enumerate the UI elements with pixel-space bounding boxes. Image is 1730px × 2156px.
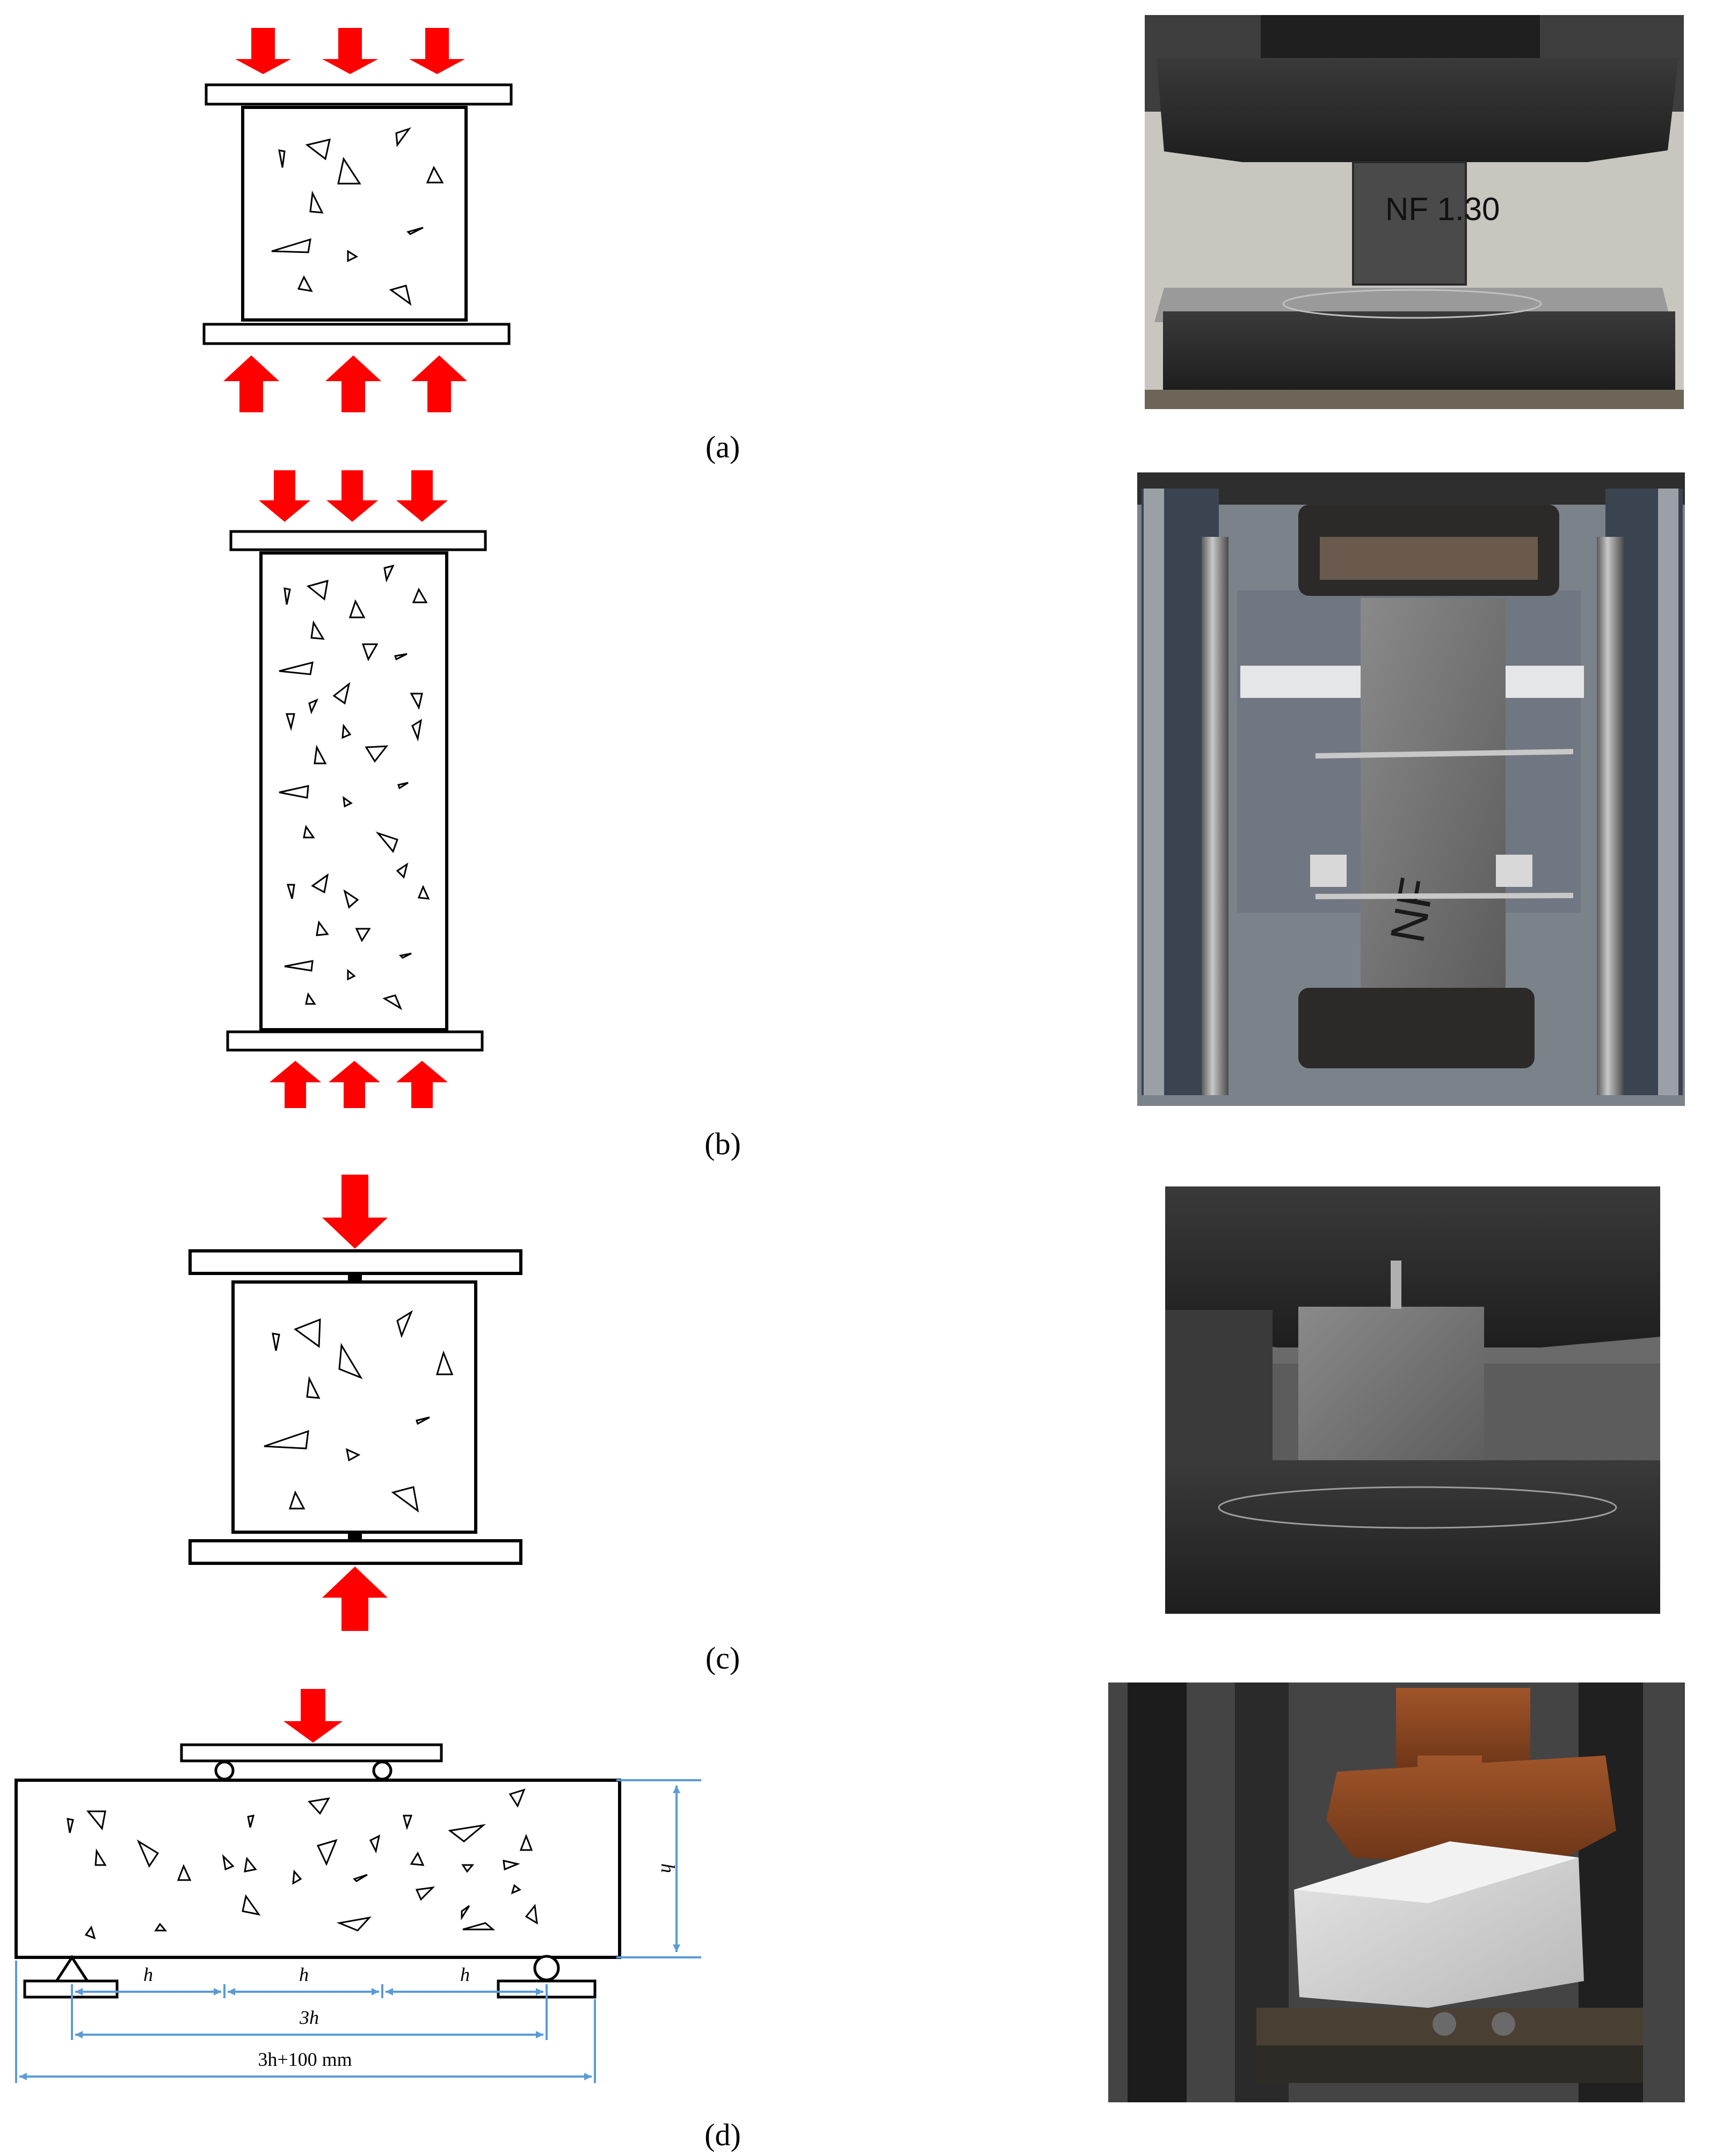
label-h-vertical: h [657,1863,679,1873]
aggregate-pattern [264,1310,454,1513]
load-arrow [259,470,310,522]
label-3h-plus-100: 3h+100 mm [258,2049,352,2070]
panel-c-photo [1165,1186,1660,1614]
label-h-left: h [143,1964,153,1985]
panel-a-photo: NF 1.30 [1145,15,1684,409]
upper-platen [1165,1186,1660,1348]
loading-roller-right [372,1760,392,1781]
bottom-loading-plate [188,1539,522,1565]
load-arrow [326,470,378,522]
loading-beam-photo [1326,1756,1616,1868]
top-bearing-strip-photo [1391,1261,1401,1309]
load-arrow-bottom [322,1567,388,1631]
aggregate-pattern [279,564,430,1010]
label-h-right: h [460,1964,470,1985]
prism-specimen [259,551,448,1031]
threaded-column-right [1597,489,1683,1095]
cube-specimen [241,106,468,322]
load-arrows-top [259,470,448,522]
specimen-marking: NF [1380,874,1444,947]
aggregate-pattern [67,1788,538,1940]
cube-specimen-photo [1352,161,1467,286]
load-arrow [409,28,465,74]
prism-specimen-photo [1361,598,1506,1025]
dimension-lines [15,1779,701,2083]
load-arrows-bottom [270,1061,448,1108]
panel-b-diagram [226,470,487,1108]
load-arrow [325,355,381,412]
panel-label-d: (d) [704,2117,741,2152]
load-arrow-top [284,1689,343,1743]
load-arrows-top [235,28,465,74]
load-arrow [235,28,291,74]
panel-label-a: (a) [706,429,740,464]
panel-d-diagram: h h h 3h 3h+100 mm h [14,1689,701,2083]
aggregate-pattern [271,127,444,306]
load-arrow [411,355,467,412]
label-h-middle: h [299,1964,309,1985]
top-loading-plate [205,83,513,106]
load-arrow-top [322,1175,388,1249]
extensometer-frame [1315,749,1574,899]
upper-platen [1157,58,1678,162]
panel-b-photo: NF [1137,472,1685,1106]
top-bearing-strip [348,1273,362,1282]
bottom-loading-plate [226,1030,484,1052]
panel-label-b: (b) [704,1126,741,1161]
load-arrows-bottom [223,355,467,412]
specimen-marking: NF 1.30 [1385,191,1500,227]
load-arrow [396,1061,448,1108]
top-loading-plate [229,530,487,551]
pin-support [53,1955,91,1984]
panel-label-c: (c) [706,1641,740,1676]
bottom-bearing-strip [348,1532,362,1541]
top-loading-plate [188,1249,522,1275]
threaded-column-left [1142,489,1229,1095]
beam-specimen [14,1779,621,1959]
panel-d-photo [1108,1682,1685,2102]
load-arrow [396,470,448,522]
splitting-cube-photo [1298,1307,1484,1486]
load-arrow [329,1061,380,1108]
load-arrow [322,28,378,74]
lower-platen [1163,311,1675,390]
splitting-cube-specimen [231,1280,477,1534]
load-arrow [223,355,279,412]
loading-roller-left [214,1760,235,1781]
panel-c-diagram [188,1175,522,1631]
lower-platen [1165,1460,1660,1614]
bottom-loading-plate [202,323,511,345]
panel-a-diagram [202,28,513,412]
roller-support [533,1955,560,1982]
label-3h: 3h [299,2007,319,2028]
column-left [1128,1682,1187,2102]
loading-beam [180,1743,443,1762]
load-arrow [270,1061,321,1108]
lower-platen [1298,988,1535,1068]
